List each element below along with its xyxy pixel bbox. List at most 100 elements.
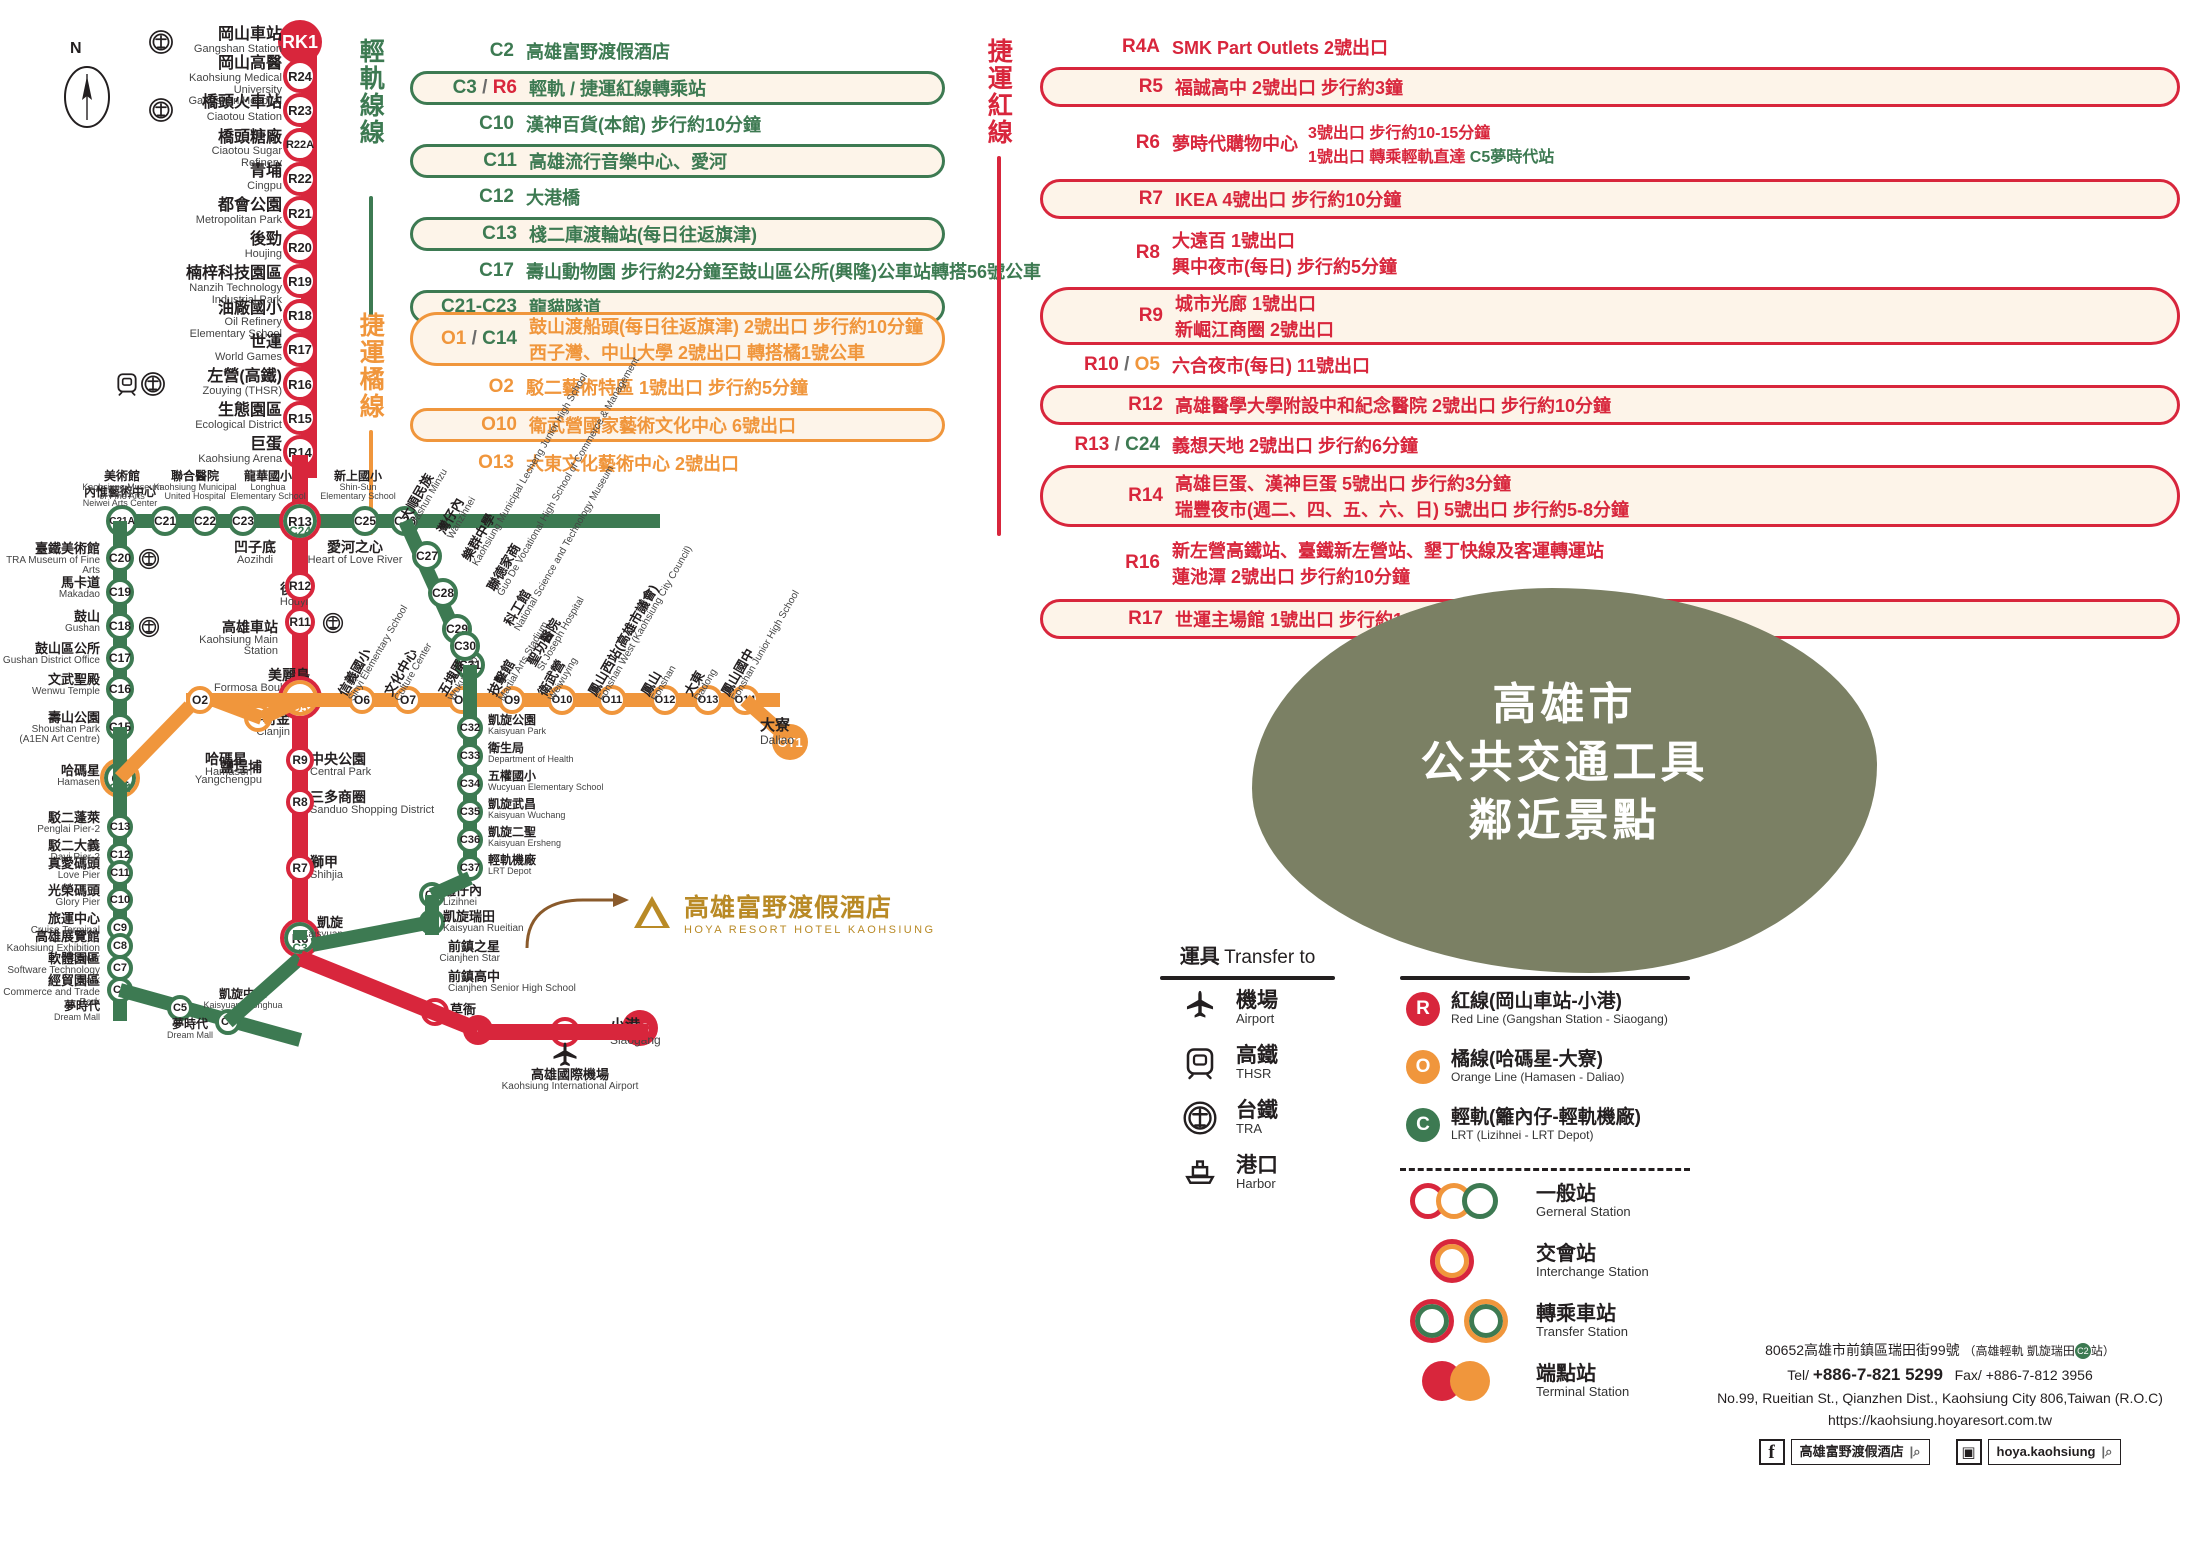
station-O11[interactable]: O11 (597, 685, 627, 715)
station-C16[interactable]: C16 (106, 675, 134, 703)
station-C35[interactable]: C35 (457, 799, 483, 825)
red-attraction-desc: 城市光廊 1號出口 (1175, 294, 1317, 314)
station-O12[interactable]: O12 (650, 685, 680, 715)
station-R15[interactable]: R15 (283, 401, 317, 436)
red-attraction-code: R6 (1135, 132, 1160, 153)
station-C23[interactable]: C23 (228, 506, 258, 536)
station-C5[interactable]: C5 (167, 995, 193, 1021)
station-O2[interactable]: O2 (186, 686, 214, 714)
station-C13[interactable]: C13 (107, 814, 133, 840)
station-R8[interactable]: R8 (286, 788, 314, 816)
instagram-handle-box[interactable]: hoya.kaohsiung |⌕ (1987, 1439, 2122, 1466)
legend-station-en: Transfer Station (1536, 1323, 1629, 1339)
legend-line-en: Orange Line (Hamasen - Daliao) (1451, 1069, 1625, 1084)
facebook-handle-box[interactable]: 高雄富野渡假酒店 |⌕ (1790, 1439, 1930, 1466)
station-C10[interactable]: C10 (107, 887, 133, 913)
legend-transfer-cn: 機場 (1236, 988, 1278, 1012)
station-R12[interactable]: R12 (285, 571, 315, 601)
station-C33[interactable]: C33 (457, 743, 483, 769)
station-C27[interactable]: C27 (412, 541, 442, 571)
legend-line-cn: 橘線(哈碼星-大寮) (1451, 1048, 1603, 1070)
station-C22[interactable]: C22 (190, 506, 220, 536)
hotel-website[interactable]: https://kaohsiung.hoyaresort.com.tw (1827, 1411, 2053, 1428)
station-C8[interactable]: C8 (107, 933, 133, 959)
orange-attraction-code: O10 (481, 414, 517, 435)
station-C28[interactable]: C28 (428, 578, 458, 608)
station-O13[interactable]: O13 (693, 685, 723, 715)
legend-line-en: Red Line (Gangshan Station - Siaogang) (1451, 1011, 1668, 1026)
facebook-icon[interactable]: f (1758, 1439, 1785, 1466)
brand-title-line3: 鄰近景點 (1468, 796, 1661, 846)
instagram-icon[interactable]: ▣ (1955, 1439, 1982, 1466)
station-C32[interactable]: C32 (457, 715, 483, 741)
station-C34[interactable]: C34 (457, 771, 483, 797)
station-R23[interactable]: R23 (283, 93, 317, 128)
legend-station-cn: 一般站 (1536, 1182, 1596, 1205)
station-R22A[interactable]: R22A (283, 127, 317, 162)
station-O9[interactable]: O9 (498, 686, 526, 714)
red-attraction-desc-2: 3號出口 步行約10-15分鐘 (1308, 125, 1491, 142)
station-R20[interactable]: R20 (283, 230, 317, 265)
station-R7[interactable]: R7 (286, 854, 314, 882)
station-R21[interactable]: R21 (283, 196, 317, 230)
lrt-title-tail (369, 196, 373, 316)
station-C20[interactable]: C20 (106, 544, 134, 572)
station-O7[interactable]: O7 (394, 686, 422, 714)
station-R13[interactable]: R13 (279, 500, 321, 542)
station-R17[interactable]: R17 (283, 332, 317, 367)
legend-lines: 路線 Lines R紅線(岡山車站-小港)Red Line (Gangshan … (1400, 940, 1690, 1411)
station-O6[interactable]: O6 (348, 686, 376, 714)
legend-station-en: Terminal Station (1536, 1383, 1630, 1399)
station-R16[interactable]: R16 (283, 367, 317, 401)
hotel-logo-icon (634, 896, 670, 928)
station-R19[interactable]: R19 (283, 264, 317, 299)
station-C21[interactable]: C21 (150, 506, 180, 536)
station-C36[interactable]: C36 (457, 827, 483, 853)
station-R24[interactable]: R24 (283, 59, 317, 94)
station-R22[interactable]: R22 (283, 161, 317, 196)
red-vertical-title-text: 捷運紅線 (984, 38, 1013, 146)
station-C30[interactable]: C30 (450, 631, 480, 661)
station-RK1[interactable]: RK1 (278, 20, 322, 64)
station-OT1[interactable]: OT1 (772, 724, 808, 760)
station-C11[interactable]: C11 (107, 860, 133, 886)
station-R11[interactable]: R11 (285, 607, 315, 637)
orange-vertical-title-text: 捷運橘線 (356, 312, 385, 420)
station-C19[interactable]: C19 (106, 578, 134, 606)
orange-title-tail (369, 430, 373, 535)
orange-attraction-desc: 大東文化藝術中心 2號出口 (526, 454, 740, 474)
station-C17[interactable]: C17 (106, 644, 134, 672)
red-attraction-desc-box: 新左營高鐵站、臺鐵新左營站、墾丁快線及客運轉運站蓮池潭 2號出口 步行約10分鐘 (1172, 537, 2180, 589)
legend-station-en: Gerneral Station (1536, 1203, 1631, 1219)
station-C18[interactable]: C18 (106, 612, 134, 640)
station-C7[interactable]: C7 (107, 955, 133, 981)
legend-transfer-cn: 台鐵 (1236, 1098, 1278, 1122)
station-R18[interactable]: R18 (283, 298, 317, 333)
red-attraction-desc-box: 六合夜市(每日) 11號出口 (1172, 352, 2180, 378)
station-C25[interactable]: C25 (350, 506, 380, 536)
station-R9[interactable]: R9 (286, 746, 314, 774)
hotel-address-cn: 80652高雄市前鎮區瑞田街99號 (1765, 1342, 1960, 1358)
orange-attraction-desc: 駁二藝術特區 1號出口 步行約5分鐘 (526, 378, 809, 398)
station-O10[interactable]: O10 (547, 685, 577, 715)
